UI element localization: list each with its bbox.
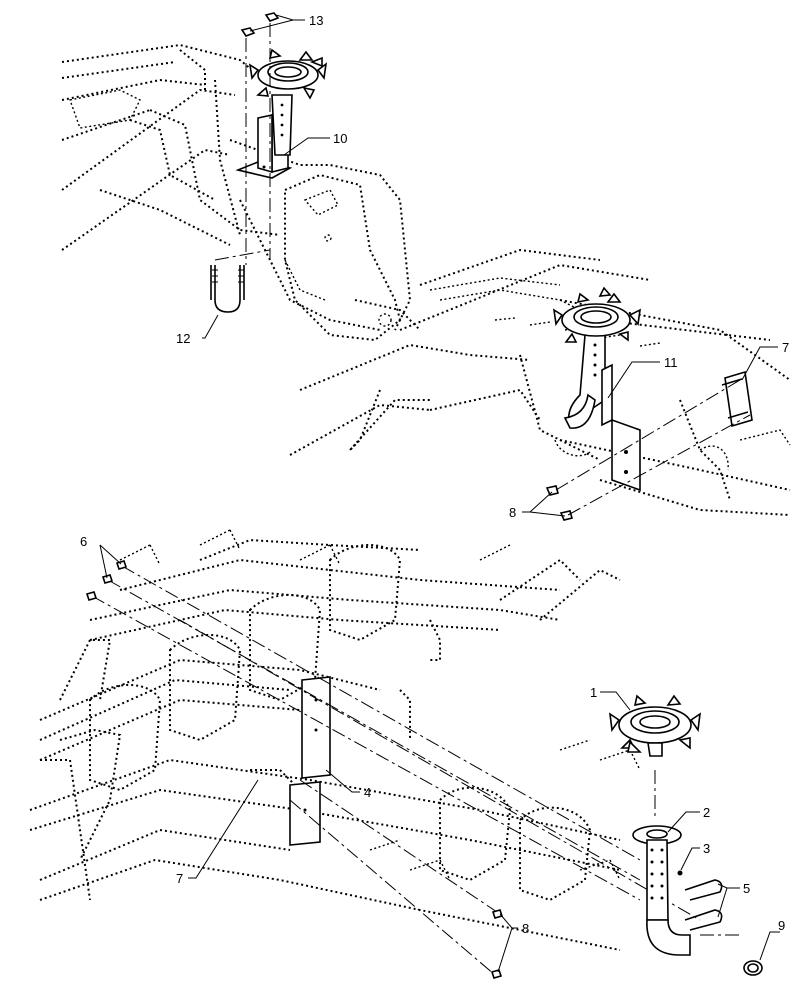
upper-hitch-plate: [284, 173, 402, 342]
callout-7-lower: 7: [176, 871, 183, 886]
callout-labels: 13 10 12 11 7 8 6 1 2 3 4 5 7 8 9: [80, 13, 789, 936]
callout-4: 4: [364, 785, 371, 800]
screw-3: [677, 870, 683, 876]
callout-9: 9: [778, 918, 785, 933]
lower-nuts-6: [85, 560, 128, 601]
callout-2: 2: [703, 805, 710, 820]
callout-5: 5: [743, 881, 750, 896]
callout-10: 10: [333, 131, 347, 146]
callout-1: 1: [590, 685, 597, 700]
callout-3: 3: [703, 841, 710, 856]
hose-clamp-9: [743, 960, 763, 976]
callout-13: 13: [309, 13, 323, 28]
leader-lines: [99, 14, 780, 973]
upper-nuts: [240, 12, 280, 37]
upper-distribution-head: [248, 48, 328, 156]
lower-assembly-view: [29, 529, 763, 979]
right-centerlines: [555, 379, 751, 516]
lower-frame-beams: [29, 529, 641, 951]
right-u-bolt: [721, 370, 753, 428]
upper-centerlines: [214, 23, 271, 265]
flange-tube-2: [632, 825, 691, 956]
lower-centerlines: [91, 565, 740, 976]
callout-11: 11: [664, 355, 678, 370]
upper-frame-beams: [61, 43, 791, 516]
callout-12: 12: [176, 331, 190, 346]
upper-u-bolt: [210, 265, 245, 313]
upper-assembly-view: [61, 12, 791, 521]
distribution-head-1: [608, 694, 702, 757]
right-distribution-head: [552, 286, 642, 429]
callout-8-lower: 8: [522, 921, 529, 936]
lower-nuts-8: [490, 909, 504, 979]
callout-8-upper: 8: [509, 505, 516, 520]
lower-mount-plate: [289, 676, 331, 846]
right-nuts: [545, 485, 573, 521]
callout-6: 6: [80, 534, 87, 549]
callout-7-upper: 7: [782, 340, 789, 355]
right-mount-plate: [601, 363, 641, 492]
u-bolts-5: [684, 879, 723, 931]
